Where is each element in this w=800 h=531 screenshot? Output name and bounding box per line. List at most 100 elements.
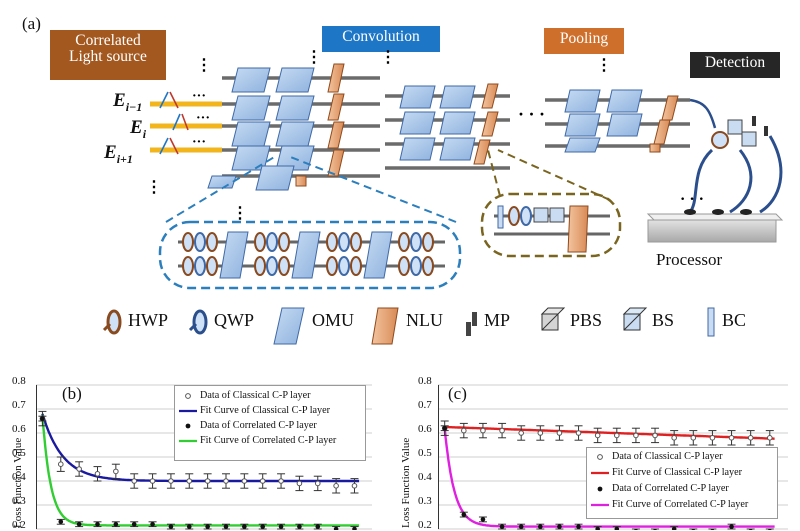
data-point-correlated — [595, 526, 600, 530]
data-point-correlated — [729, 524, 734, 529]
chart-c-ytick: 0.2 — [418, 519, 432, 531]
chart-b-panel-letter: (b) — [62, 384, 82, 403]
input-beams: ··· ··· ··· — [150, 89, 222, 155]
svg-text:⋮: ⋮ — [596, 57, 612, 74]
fit-curve-correlated — [443, 428, 775, 528]
fit-curve-classical — [41, 413, 360, 483]
data-point-classical — [204, 478, 211, 484]
legend-item-correlated-fit: Fit Curve of Correlated C-P layer — [200, 435, 337, 446]
data-point-correlated — [95, 521, 100, 527]
legend-label-qwp: QWP — [214, 310, 254, 330]
data-point-correlated — [461, 512, 467, 517]
data-point-correlated — [442, 425, 447, 431]
data-point-classical — [594, 432, 601, 439]
data-point-classical — [168, 478, 174, 484]
bs-icon — [622, 307, 648, 331]
detection-stage: · · · — [680, 98, 783, 214]
nlu-icon — [371, 307, 399, 345]
data-point-correlated — [113, 521, 119, 527]
source-label-line2: Light source — [69, 48, 147, 66]
data-point-correlated — [40, 416, 45, 421]
data-point-correlated — [499, 524, 505, 529]
data-point-classical — [556, 430, 563, 436]
legend-item-classical-data: Data of Classical C-P layer — [200, 390, 311, 401]
data-point-correlated — [480, 517, 486, 522]
data-point-classical — [747, 435, 754, 441]
data-point-correlated — [297, 524, 302, 529]
data-point-classical — [499, 427, 505, 434]
nlu-blocks — [295, 63, 679, 187]
data-point-correlated — [76, 521, 82, 527]
bc-icon — [707, 307, 715, 337]
input-e-subscript: i+1 — [116, 151, 133, 166]
chart-c-panel-letter: (c) — [448, 384, 467, 403]
legend-marker-correlated-data — [185, 423, 191, 429]
svg-text:⋮: ⋮ — [196, 57, 212, 74]
data-point-correlated — [242, 524, 247, 529]
data-point-correlated — [671, 526, 677, 530]
processor-box — [646, 209, 784, 243]
data-point-correlated — [576, 524, 581, 529]
chart-c-legend: Data of Classical C-P layer Fit Curve of… — [586, 447, 778, 519]
data-point-classical — [333, 483, 339, 489]
data-point-classical — [278, 478, 284, 484]
legend-item-classical-fit: Fit Curve of Classical C-P layer — [200, 405, 331, 416]
data-point-classical — [518, 430, 524, 436]
legend-label-nlu: NLU — [406, 310, 443, 330]
legend-label-hwp: HWP — [128, 310, 168, 330]
svg-text:···: ··· — [192, 135, 206, 150]
detection-tag: Detection — [690, 52, 780, 78]
chart-c-ytick: 0.4 — [418, 471, 432, 483]
chart-c-ytick: 0.8 — [418, 375, 432, 387]
legend-label-bc: BC — [722, 310, 747, 330]
data-point-classical — [131, 478, 138, 484]
pooling-tag: Pooling — [544, 28, 624, 54]
chart-b-legend: Data of Classical C-P layer Fit Curve of… — [174, 385, 366, 461]
convolution-tag: Convolution — [322, 26, 440, 52]
svg-text:· · ·: · · · — [680, 191, 704, 208]
chart-b-legend-markers — [179, 393, 197, 443]
source-label-line1: Correlated — [75, 32, 141, 49]
data-point-classical — [709, 435, 716, 441]
correlated-light-source-tag: Correlated Light source — [50, 30, 166, 80]
legend-label-bs: BS — [652, 310, 675, 330]
chart-b-legend-items: Data of Classical C-P layer Fit Curve of… — [200, 388, 336, 448]
data-point-classical — [149, 478, 156, 484]
hwp-icon — [102, 309, 122, 335]
data-point-correlated — [150, 521, 155, 527]
legend-item-classical-data: Data of Classical C-P layer — [612, 451, 723, 462]
input-e-letter: E — [130, 117, 143, 138]
data-point-classical — [259, 478, 266, 484]
input-e-subscript: i — [142, 126, 147, 141]
component-legend-icons — [102, 307, 715, 345]
svg-text:⋮: ⋮ — [232, 205, 248, 222]
ellipsis-dots: ⋮ ⋮ ⋮ ⋮ ⋮ ⋮ ⋮ · · · — [146, 49, 612, 222]
chart-b-plot — [36, 384, 372, 530]
input-e-letter: E — [113, 90, 126, 111]
input-e-letter: E — [104, 142, 117, 163]
data-point-classical — [57, 461, 64, 467]
data-point-classical — [728, 435, 735, 441]
data-point-correlated — [205, 524, 210, 529]
legend-label-mp: MP — [484, 310, 511, 330]
chart-c-ylabel: Loss Function Value — [400, 437, 412, 528]
data-point-classical — [633, 432, 639, 439]
network-schematic: ··· ··· ··· ⋮ ⋮ ⋮ ⋮ ⋮ ⋮ ⋮ · · · — [146, 49, 784, 290]
data-point-correlated — [223, 524, 229, 529]
data-point-correlated — [557, 524, 562, 529]
data-point-correlated — [278, 524, 284, 529]
chart-b-ytick: 0.2 — [12, 519, 26, 531]
data-point-classical — [461, 427, 467, 434]
data-point-correlated — [168, 524, 174, 529]
data-point-classical — [766, 435, 773, 441]
input-e-i-minus-1: Ei−1 — [113, 90, 142, 115]
data-point-classical — [241, 478, 248, 484]
pooling-zoom — [480, 149, 622, 258]
chart-c-legend-markers — [591, 454, 609, 507]
data-point-correlated — [315, 524, 321, 529]
legend-marker-classical-data — [185, 393, 191, 399]
data-point-correlated — [333, 526, 339, 530]
omu-icon — [273, 307, 305, 345]
omu-blocks — [207, 67, 643, 191]
svg-text:⋮: ⋮ — [146, 179, 162, 196]
